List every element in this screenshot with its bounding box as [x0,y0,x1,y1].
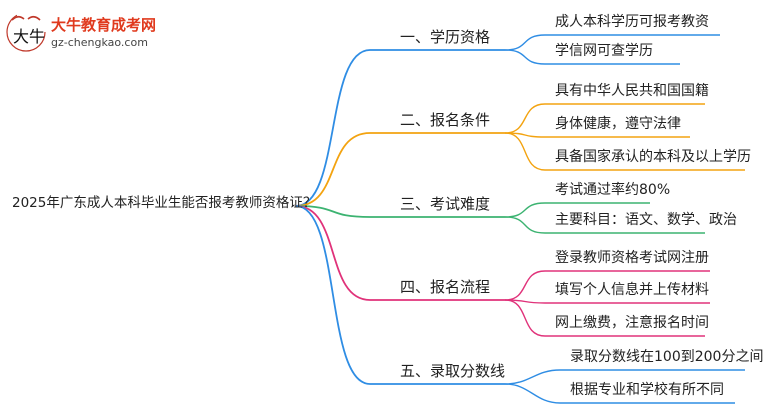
branch-connector [295,205,505,385]
leaf-connector [504,299,710,304]
leaf-connector [504,383,735,404]
leaf-label: 主要科目：语文、数学、政治 [555,212,737,228]
branch-label: 五、录取分数线 [400,362,506,380]
leaf-label: 身体健康，遵守法律 [555,116,681,132]
leaf-connector [504,103,705,134]
leaf-label: 考试通过率约80% [555,182,671,198]
logo-site-name: 大牛教育成考网 [51,16,157,34]
branch-connector [295,205,505,218]
branch-connector [295,132,505,207]
leaf-label: 网上缴费，注意报名时间 [555,315,709,331]
branch-connector [295,205,505,301]
leaf-label: 具有中华人民共和国国籍 [555,83,709,99]
leaf-connector [504,49,680,65]
branch-label: 三、考试难度 [400,195,491,213]
logo-site-url: gz-chengkao.com [51,36,148,49]
bull-logo-icon: 大牛 [6,12,46,52]
branch-label: 四、报名流程 [400,278,491,296]
leaf-connector [504,132,690,138]
leaf-label: 根据专业和学校有所不同 [570,382,724,398]
leaf-connector [504,132,745,171]
leaf-connector [504,216,705,234]
leaf-label: 成人本科学历可报考教资 [555,14,709,30]
leaf-label: 具备国家承认的本科及以上学历 [555,149,751,165]
branch-label: 一、学历资格 [400,28,491,46]
leaf-label: 学信网可查学历 [555,43,653,59]
leaf-connector [504,202,650,218]
leaf-connector [504,270,710,301]
branch-label: 二、报名条件 [400,111,491,129]
leaf-label: 登录教师资格考试网注册 [555,250,709,266]
branch-connector [295,49,505,207]
root-topic: 2025年广东成人本科毕业生能否报考教师资格证？ [12,195,317,211]
leaf-label: 录取分数线在100到200分之间 [570,349,763,365]
leaf-connector [504,299,705,337]
leaf-connector [504,369,745,385]
leaf-connector [504,34,720,51]
svg-text:大牛: 大牛 [13,27,45,46]
leaf-label: 填写个人信息并上传材料 [555,282,709,298]
site-logo[interactable]: 大牛 大牛教育成考网 gz-chengkao.com [4,10,174,54]
